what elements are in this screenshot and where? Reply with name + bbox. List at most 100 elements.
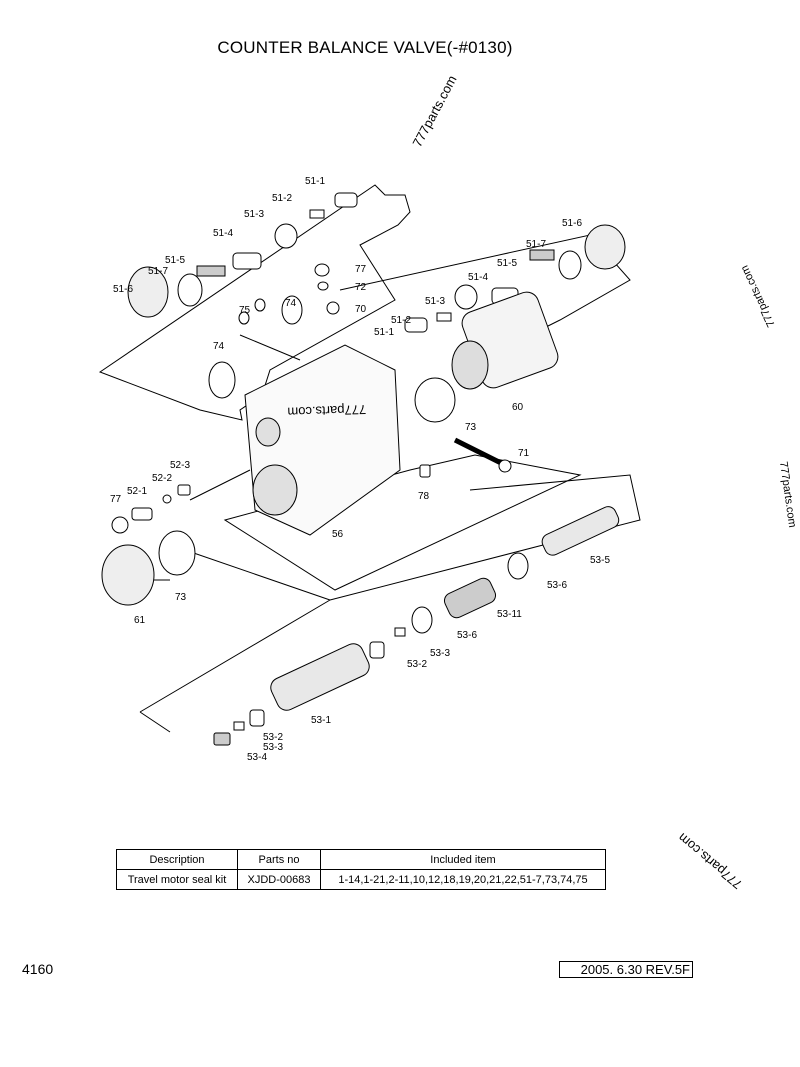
part-75-ring-b: [238, 311, 250, 325]
seal-kit-table: Description Parts no Included item Trave…: [116, 849, 606, 890]
part-51-5-spring: [196, 265, 226, 277]
revision-box: 2005. 6.30 REV.5F: [559, 961, 693, 978]
table-header-row: Description Parts no Included item: [116, 849, 606, 870]
part-53-3-pin: [394, 627, 406, 637]
table-row: Travel motor seal kit XJDD-00683 1-14,1-…: [116, 869, 606, 890]
part-75-ring: [254, 298, 266, 312]
part-74-oring-lower: [208, 361, 236, 399]
assembly-plane-spool: [139, 474, 641, 733]
part-52-1-body: [131, 507, 153, 521]
label-51-1-right: 51-1: [374, 327, 394, 338]
label-74: 74: [285, 298, 297, 309]
label-51-1: 51-1: [305, 176, 325, 187]
label-72: 72: [355, 282, 367, 293]
label-73: 73: [465, 422, 477, 433]
label-75: 75: [239, 305, 251, 316]
part-51-3-seat: [274, 223, 298, 249]
leader-lines: [150, 334, 331, 601]
label-53-5: 53-5: [590, 555, 610, 566]
label-56: 56: [332, 529, 344, 540]
part-53-11-spring: [443, 577, 497, 619]
label-70: 70: [355, 304, 367, 315]
part-52-3-plug: [177, 484, 191, 496]
part-51-1-poppet: [334, 192, 358, 208]
part-51-3-seat-right: [454, 284, 478, 310]
label-51-4-right: 51-4: [468, 272, 488, 283]
label-77: 77: [355, 264, 367, 275]
label-51-4: 51-4: [213, 228, 233, 239]
col-parts-no: Parts no: [237, 849, 321, 870]
label-53-6-lower: 53-6: [457, 630, 477, 641]
part-70-plug: [326, 301, 340, 315]
label-51-2-right: 51-2: [391, 315, 411, 326]
label-51-3-right: 51-3: [425, 296, 445, 307]
label-51-5-right: 51-5: [497, 258, 517, 269]
part-56-port: [255, 417, 281, 447]
part-56-port-large: [252, 464, 298, 516]
col-description: Description: [116, 849, 238, 870]
watermark: 777parts.com: [777, 461, 798, 529]
label-51-6: 51-6: [113, 284, 133, 295]
watermark: 777parts.com: [287, 402, 366, 420]
label-52-3: 52-3: [170, 460, 190, 471]
label-53-3-lower: 53-3: [263, 742, 283, 753]
label-78: 78: [418, 491, 430, 502]
label-74-lower: 74: [213, 341, 225, 352]
label-51-7-right: 51-7: [526, 239, 546, 250]
part-60-end: [451, 340, 489, 390]
cell-description: Travel motor seal kit: [116, 869, 238, 890]
label-61: 61: [134, 615, 146, 626]
part-51-1-poppet-right: [404, 317, 428, 333]
part-72-oring: [317, 281, 329, 291]
label-52-1: 52-1: [127, 486, 147, 497]
part-53-4-screw: [213, 732, 231, 746]
part-51-6-plug: [127, 266, 169, 318]
label-51-5: 51-5: [165, 255, 185, 266]
part-73-oring: [414, 377, 456, 423]
watermark: 777parts.com: [409, 73, 459, 150]
part-74-oring: [281, 295, 303, 325]
page-number: 4160: [22, 961, 54, 977]
col-included-item: Included item: [320, 849, 606, 870]
part-78-pin: [419, 464, 431, 478]
label-73-left: 73: [175, 592, 187, 603]
label-53-3: 53-3: [430, 648, 450, 659]
cell-parts-no: XJDD-00683: [237, 869, 321, 890]
label-51-6-right: 51-6: [562, 218, 582, 229]
part-71-head: [498, 459, 512, 473]
label-71: 71: [518, 448, 530, 459]
part-53-1-spool: [270, 643, 370, 711]
label-53-2: 53-2: [407, 659, 427, 670]
part-52-2-ball: [162, 494, 172, 504]
part-51-2-spring: [309, 209, 325, 219]
label-77-left: 77: [110, 494, 122, 505]
label-51-2: 51-2: [272, 193, 292, 204]
part-51-7-oring: [177, 273, 203, 307]
part-51-4-piston: [232, 252, 262, 270]
cell-included-item: 1-14,1-21,2-11,10,12,18,19,20,21,22,51-7…: [320, 869, 606, 890]
part-61-cap: [101, 544, 155, 606]
label-53-1: 53-1: [311, 715, 331, 726]
label-53-6: 53-6: [547, 580, 567, 591]
part-51-5-spring-right: [529, 249, 555, 261]
label-51-7: 51-7: [148, 266, 168, 277]
part-53-5-spool: [541, 506, 620, 556]
label-60: 60: [512, 402, 524, 413]
label-53-11: 53-11: [497, 609, 522, 620]
part-71-bolt: [453, 437, 507, 468]
part-53-3-pin-b: [233, 721, 245, 731]
part-77-plug-left: [111, 516, 129, 534]
page-title: COUNTER BALANCE VALVE(-#0130): [217, 38, 513, 57]
part-53-2-plug: [369, 641, 385, 659]
part-51-7-oring-right: [558, 250, 582, 280]
part-51-6-plug-right: [584, 224, 626, 270]
watermark: 777parts.com: [739, 263, 778, 328]
part-51-2-spring-right: [436, 312, 452, 322]
part-73-oring-left: [158, 530, 196, 576]
label-51-3: 51-3: [244, 209, 264, 220]
part-53-6-retainer: [507, 552, 529, 580]
assembly-plane-left: [98, 184, 411, 421]
watermark: 777parts.com: [675, 830, 745, 892]
label-53-2-lower: 53-2: [263, 732, 283, 743]
